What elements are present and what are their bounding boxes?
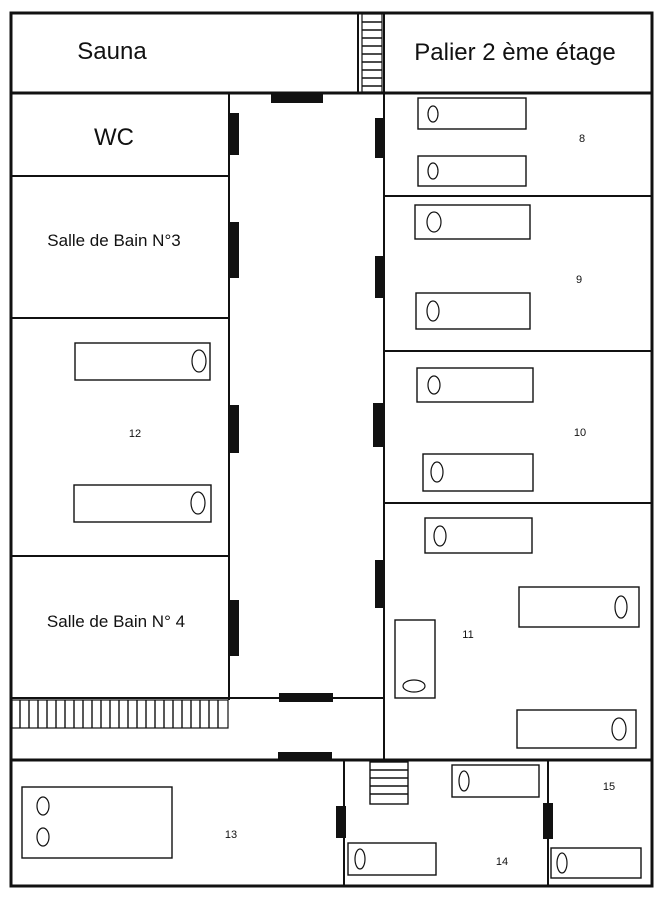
label-room-13: 13 — [225, 829, 237, 841]
bed — [414, 204, 531, 240]
bed — [347, 842, 437, 876]
bed — [424, 517, 533, 554]
label-room-15: 15 — [603, 781, 615, 793]
label-wc: WC — [94, 124, 134, 151]
label-room-8: 8 — [579, 133, 585, 145]
bed — [394, 619, 436, 699]
door-15 — [543, 803, 553, 839]
outer-wall — [9, 11, 654, 888]
label-room-10: 10 — [574, 427, 586, 439]
label-palier: Palier 2 ème étage — [414, 39, 615, 66]
stair-14 — [369, 761, 409, 805]
label-room-9: 9 — [576, 274, 582, 286]
door-8 — [375, 118, 385, 158]
label-salle-de-bain-4: Salle de Bain N° 4 — [47, 612, 185, 631]
door-sdb3 — [229, 222, 239, 278]
balustrade-strip — [11, 699, 229, 729]
bed — [74, 342, 211, 381]
door-10 — [373, 403, 384, 447]
door-9 — [375, 256, 385, 298]
door-wc — [229, 113, 239, 155]
stair-top — [361, 13, 383, 93]
door-sdb4 — [229, 600, 239, 656]
label-room-12: 12 — [129, 428, 141, 440]
door-11 — [375, 560, 385, 608]
bed — [550, 847, 642, 879]
bed — [518, 586, 640, 628]
bed — [422, 453, 534, 492]
bed — [516, 709, 637, 749]
label-sauna: Sauna — [77, 38, 147, 65]
bed — [415, 292, 531, 330]
bed — [417, 155, 527, 187]
bed — [416, 367, 534, 403]
label-room-11: 11 — [462, 629, 473, 641]
door-landing — [279, 693, 333, 702]
door-14 — [336, 806, 346, 838]
bed — [417, 97, 527, 130]
door-12 — [229, 405, 239, 453]
door-13 — [278, 752, 332, 761]
door-corridor-top — [271, 93, 323, 103]
bed — [451, 764, 540, 798]
bed — [73, 484, 212, 523]
label-room-14: 14 — [496, 856, 508, 868]
label-salle-de-bain-3: Salle de Bain N°3 — [47, 231, 180, 250]
bed — [21, 786, 173, 859]
